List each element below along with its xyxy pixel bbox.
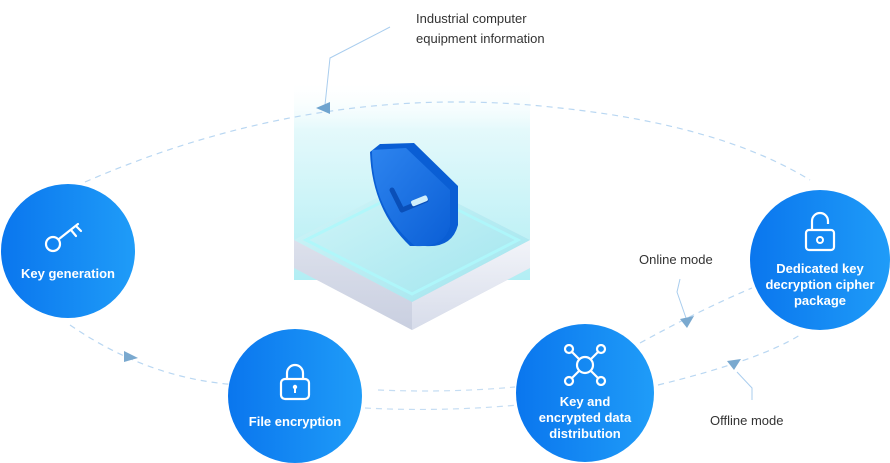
node-label-line2: decryption cipher — [765, 277, 875, 292]
node-decryption-package[interactable]: Dedicated key decryption cipher package — [750, 190, 890, 330]
left-flow-arc — [69, 324, 241, 386]
node-label-line1: Dedicated key — [776, 261, 864, 276]
node-label: File encryption — [248, 414, 342, 429]
node-key-generation[interactable]: Key generation — [1, 184, 135, 318]
node-file-encryption[interactable]: File encryption — [228, 329, 362, 463]
left-arrow — [124, 351, 138, 362]
network-hub-icon — [563, 344, 607, 386]
top-flow-arc — [84, 101, 811, 183]
online-arrow — [680, 316, 694, 328]
node-label-line1: Key and — [559, 394, 611, 409]
offline-flow-line — [657, 334, 801, 386]
middle-flow-upper — [377, 386, 516, 392]
center-title: Industrial computer equipment informatio… — [416, 9, 545, 49]
online-flow-line — [639, 287, 753, 344]
platform — [294, 180, 530, 330]
node-label-line2: encrypted data — [538, 410, 632, 425]
top-arrow — [316, 102, 330, 114]
online-mode-label: Online mode — [639, 252, 713, 267]
node-label-line3: package — [793, 293, 847, 308]
node-label-line3: distribution — [549, 426, 621, 441]
offline-callout-line — [736, 371, 753, 400]
center-title-line2: equipment information — [416, 31, 545, 46]
unlock-icon — [804, 211, 836, 252]
offline-arrow — [727, 359, 741, 370]
key-icon — [44, 222, 83, 253]
center-callout-line — [324, 26, 391, 106]
shield-check-icon — [370, 143, 458, 247]
node-key-distribution[interactable]: Key and encrypted data distribution — [516, 324, 654, 462]
online-callout-line — [676, 278, 687, 319]
center-title-line1: Industrial computer — [416, 11, 527, 26]
middle-flow-lower — [364, 404, 519, 411]
offline-mode-label: Offline mode — [710, 413, 784, 428]
node-label: Key generation — [21, 266, 115, 281]
lock-icon — [279, 363, 311, 401]
